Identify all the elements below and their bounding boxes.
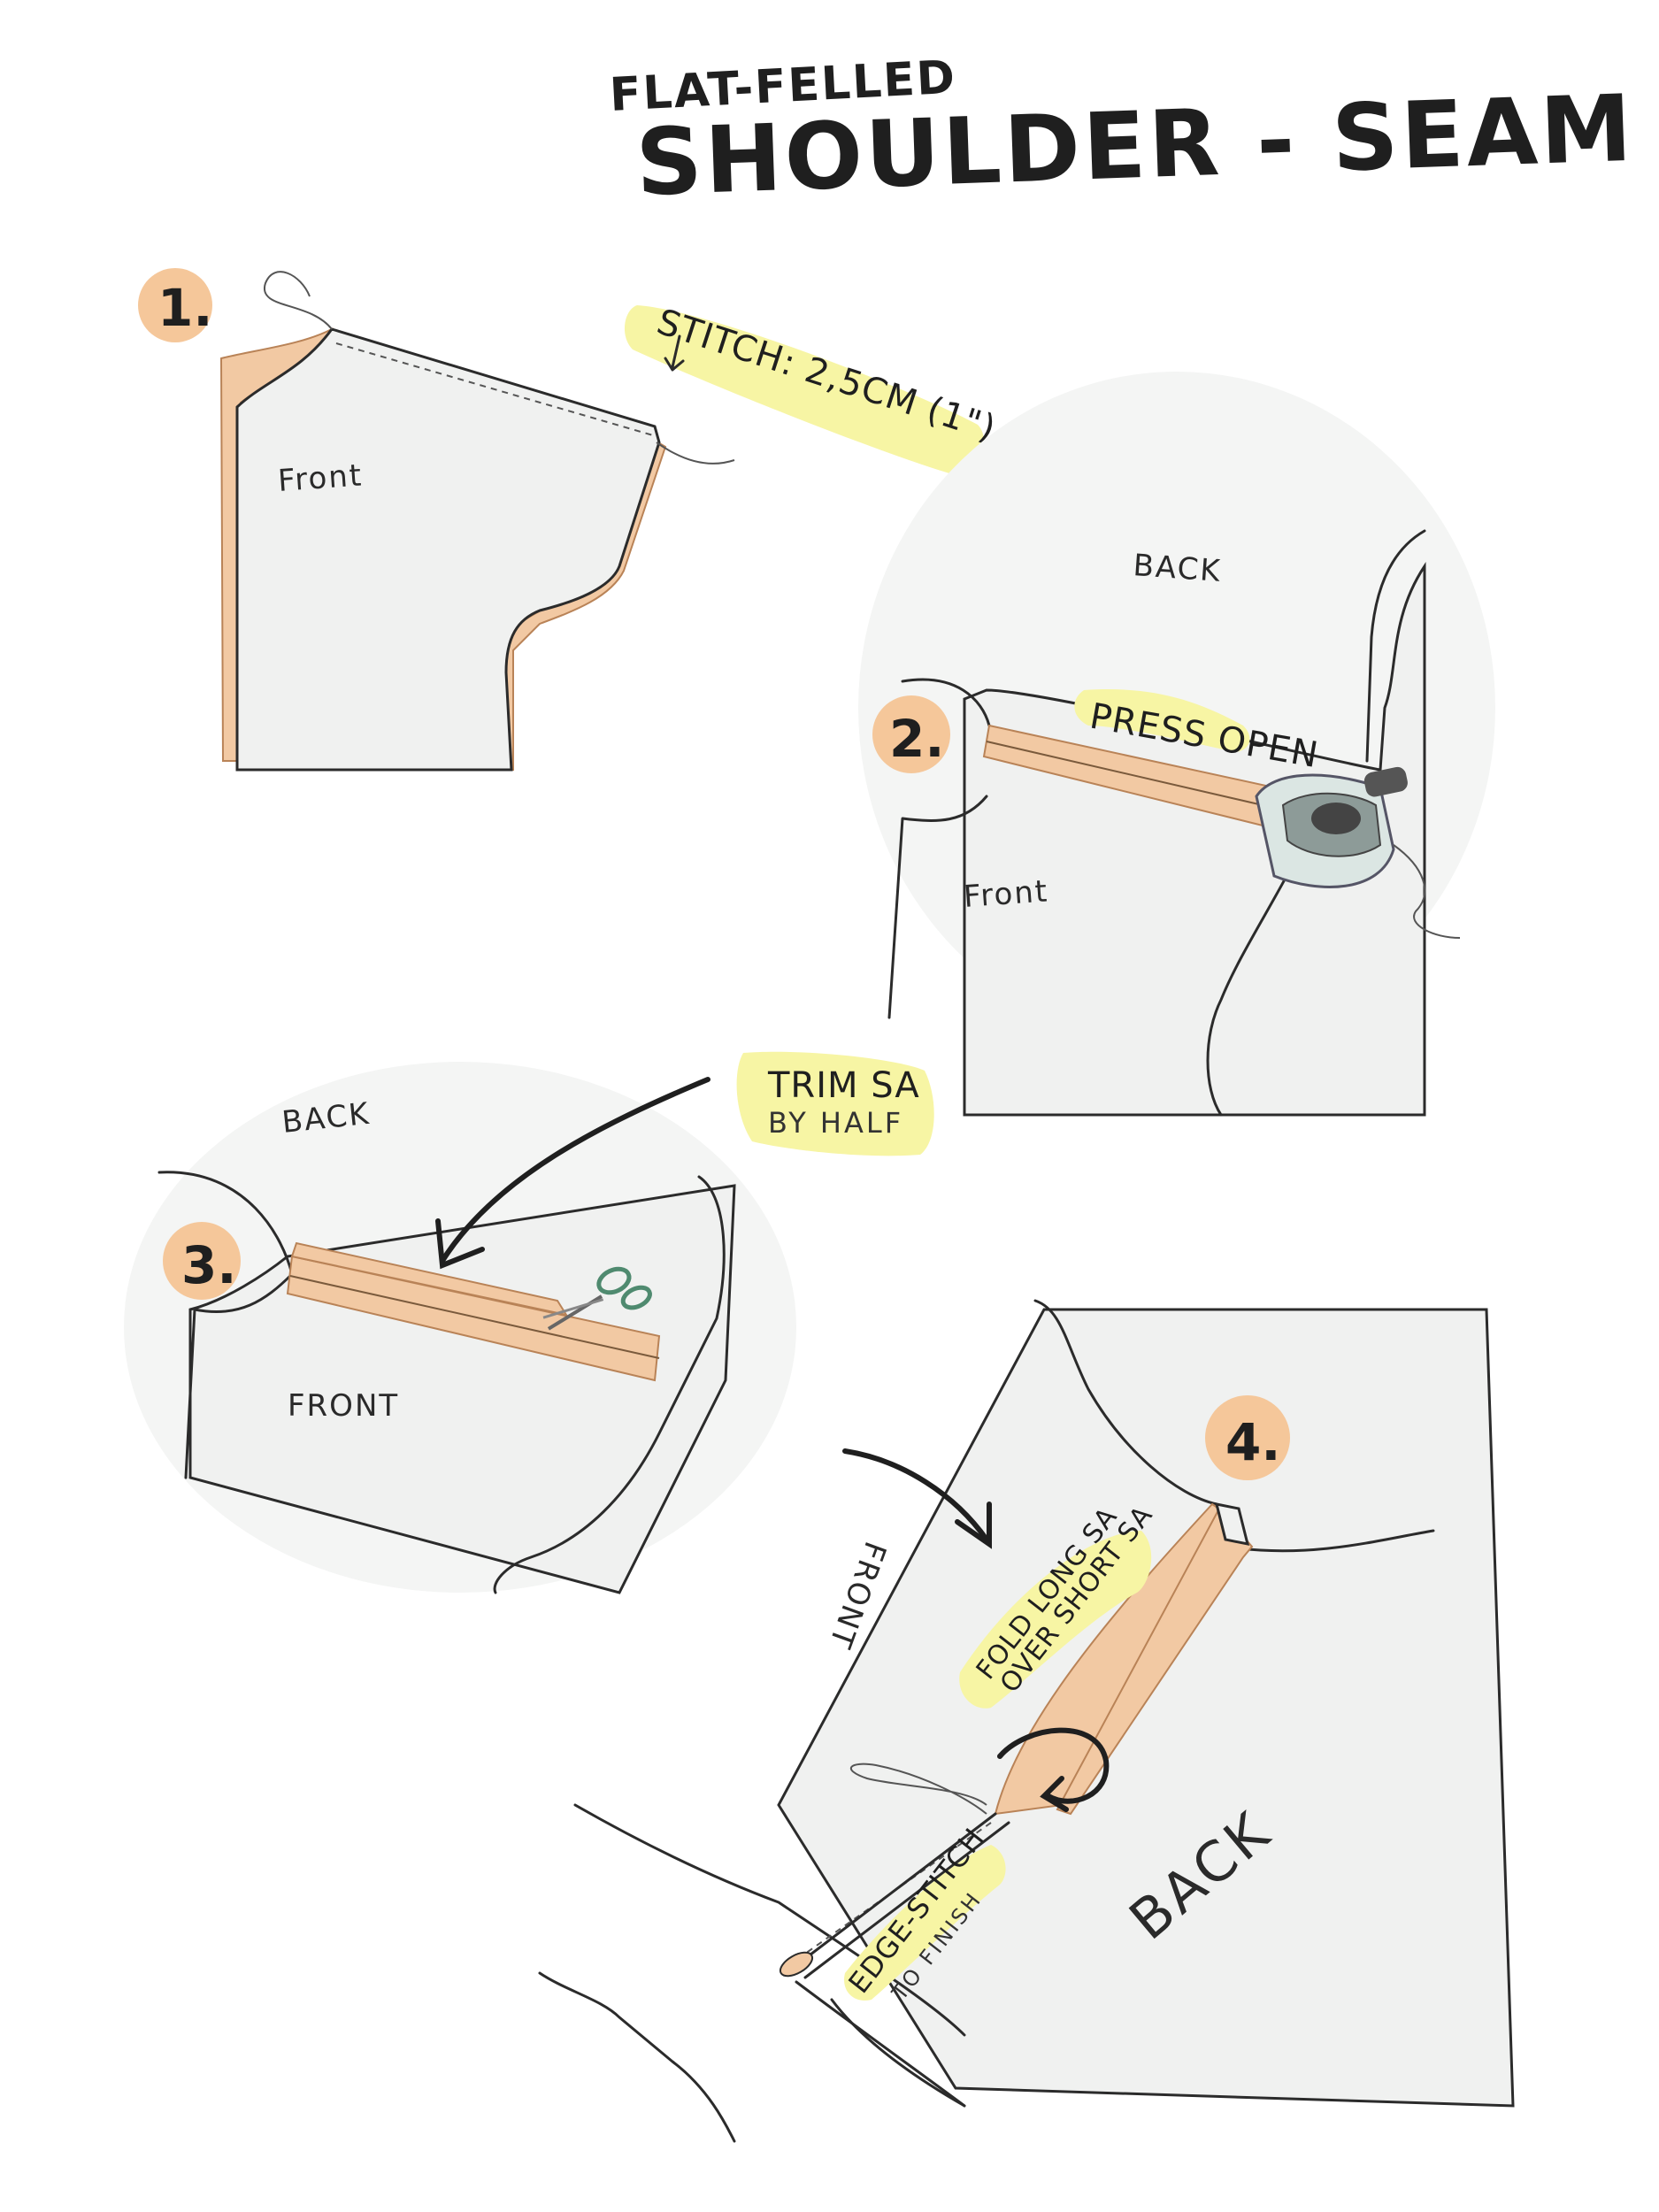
step-number: 4. — [1225, 1412, 1280, 1472]
front-fabric-piece — [235, 327, 661, 772]
back-lower-outline — [795, 1980, 966, 2108]
neckline-outline — [1033, 1299, 1218, 1506]
step-number: 2. — [889, 709, 944, 769]
seam-allowance — [286, 1255, 661, 1382]
step-number-circle — [1205, 1395, 1290, 1480]
step-3: 3. BACK FRONT TRIM SA BY HALF — [124, 1051, 934, 1594]
shoulder-outline — [1237, 1529, 1435, 1553]
step-number-circle — [163, 1222, 241, 1300]
folded-tip — [1214, 1502, 1250, 1546]
note-highlight — [959, 1531, 1152, 1709]
thread-end — [263, 271, 333, 330]
title: FLAT-FELLED SHOULDER - SEAM — [609, 51, 1637, 217]
step-number: 3. — [181, 1235, 236, 1295]
thread-end — [849, 1763, 987, 1815]
note-highlight — [736, 1051, 934, 1156]
stitch-line — [335, 342, 654, 436]
note-highlight — [844, 1845, 1006, 2001]
seam-line — [986, 741, 1275, 809]
arrow-head — [435, 1218, 485, 1270]
arrow-head — [1040, 1776, 1069, 1812]
arrow-head — [955, 1502, 992, 1549]
side-outline — [573, 1803, 966, 2037]
front-label: Front — [277, 457, 365, 499]
scissors-icon — [542, 1266, 652, 1331]
trimmed-seam-allowance — [290, 1241, 569, 1317]
iron-icon — [1255, 766, 1461, 939]
step-2: 2. BACK Front PRESS OPEN — [858, 372, 1495, 1117]
note-highlight — [1074, 689, 1250, 752]
back-outline — [901, 678, 991, 727]
front-label: FRONT — [288, 1388, 399, 1424]
thread-end — [656, 442, 735, 465]
step-4: 4. FRONT BACK FOLD LONG SA OVER SHORT SA… — [538, 1299, 1515, 2143]
armhole-outline — [538, 1971, 736, 2143]
step-number-circle — [872, 695, 950, 773]
seam-end — [779, 1951, 814, 1978]
step-number-circle — [138, 268, 212, 342]
front-outline — [887, 795, 988, 1019]
arrow-icon — [664, 334, 685, 372]
step-number: 1. — [157, 278, 212, 338]
armhole-outline — [1206, 848, 1302, 1117]
armhole-outline — [493, 1175, 726, 1594]
note-highlight — [624, 305, 985, 478]
armhole-outline — [1365, 529, 1426, 763]
folded-seam-allowance — [994, 1502, 1240, 1816]
arrow-icon — [842, 1448, 989, 1542]
seam-line — [289, 1275, 660, 1359]
fold-arrow-icon — [997, 1727, 1110, 1804]
side-outline — [830, 1998, 966, 2108]
trim-note-line-1: TRIM SA — [767, 1065, 920, 1106]
trim-note-line-2: BY HALF — [768, 1106, 903, 1140]
arrow-icon — [440, 1077, 710, 1263]
front-label: Front — [963, 873, 1050, 915]
back-label: BACK — [1132, 548, 1223, 589]
seam-line — [790, 1812, 1010, 1979]
